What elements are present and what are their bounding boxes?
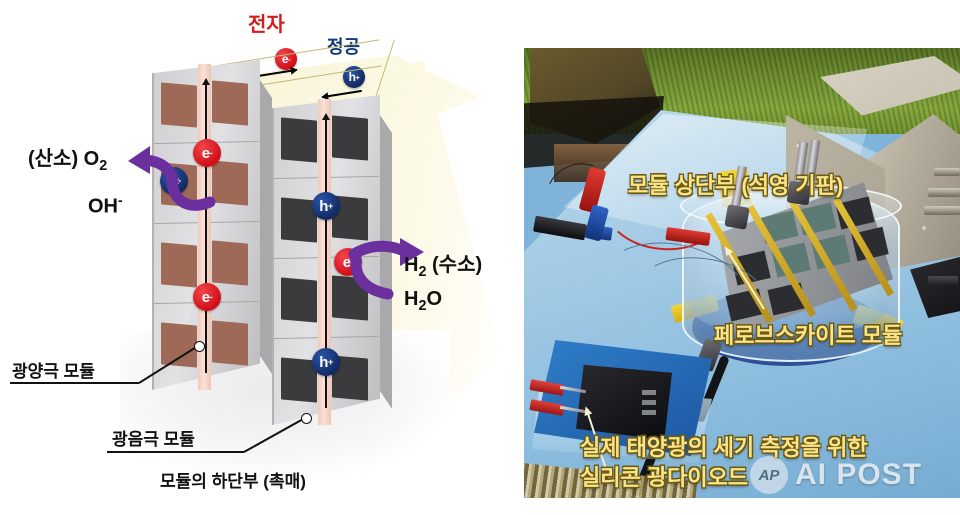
label-oxygen-sub: 2 (99, 158, 108, 174)
callout-dot-photoanode (194, 341, 205, 352)
carrier-hole-symbol: h (348, 70, 356, 84)
label-oxygen: (산소) O2 (28, 142, 107, 174)
carrier-charge: + (327, 201, 333, 211)
photoanode-panel (161, 82, 197, 128)
photoanode-transport-arrow (202, 78, 210, 85)
watermark-text: AI POST (795, 458, 923, 491)
watermark: AP AI POST (750, 452, 950, 498)
label-water-sub: 2 (418, 298, 427, 314)
carrier-charge: - (209, 292, 213, 302)
callout-photocathode: 광음극 모듈 (112, 430, 195, 449)
callout-leader-lines (10, 345, 306, 453)
bnc-connector (934, 168, 960, 176)
photocathode-module-side (376, 109, 392, 409)
photodiode-marking (642, 410, 656, 415)
carrier-electron-top: e- (275, 48, 297, 70)
caption-quartz-substrate: 모듈 상단부 (석영 기판) (628, 173, 844, 198)
label-hydrogen-text: H (404, 254, 419, 276)
photodiode-marking (642, 390, 656, 395)
silicon-photodiode (576, 364, 672, 440)
bnc-connector (928, 188, 960, 197)
callout-dot-photocathode (301, 413, 312, 424)
photocathode-transport-wire (325, 120, 327, 408)
label-electron: 전자 (248, 14, 285, 36)
photocathode-transport-arrow (322, 113, 330, 120)
photocathode-panel (281, 277, 317, 323)
photocathode-module (272, 95, 402, 445)
carrier-symbol: h (319, 353, 328, 371)
electrode-probe-cap (724, 204, 750, 230)
callout-photoanode: 광양극 모듈 (12, 362, 95, 381)
label-hydroxide-text: OH (88, 195, 118, 218)
caption-photodiode-line1: 실제 태양광의 세기 측정을 위한 (580, 435, 868, 460)
photoanode-panel (212, 80, 248, 126)
photocathode-panel (332, 115, 368, 161)
caption-perovskite-module: 페로브스카이트 모듈 (714, 323, 903, 348)
carrier-symbol: e (201, 144, 210, 162)
label-hydroxide: OH- (88, 192, 123, 219)
schematic-diagram: 전자 정공 e- h+ (0, 0, 500, 515)
carrier-electron-symbol: e (281, 52, 289, 66)
label-hole: 정공 (327, 37, 361, 57)
carrier-hole-charge: + (355, 72, 360, 82)
photocathode-panel (281, 117, 317, 163)
carrier-hole-cathode-lower: h+ (312, 348, 340, 376)
label-hydroxide-sup: - (118, 192, 123, 208)
box-screw (922, 226, 927, 231)
carrier-electron-anode-upper: e- (193, 139, 221, 167)
label-oxygen-text: (산소) O (28, 148, 100, 170)
label-water: H2O (404, 288, 442, 314)
hydrogen-reaction-arrows (348, 238, 424, 300)
carrier-symbol: h (319, 197, 328, 215)
experiment-photo: 모듈 상단부 (석영 기판) 페로브스카이트 모듈 실제 태양광의 세기 측정을… (524, 48, 960, 498)
carrier-charge: + (327, 357, 333, 367)
ap-logo-icon: AP (750, 456, 788, 494)
bnc-connector (924, 206, 960, 215)
carrier-symbol: e (201, 288, 210, 306)
caption-photodiode-line2: 실리콘 광다이오드 (580, 465, 749, 490)
carrier-electron-charge: - (288, 54, 291, 64)
label-hydrogen-sub: 2 (418, 264, 427, 280)
label-hydrogen-name: (수소) (426, 254, 483, 276)
label-water-h: H (404, 288, 419, 310)
carrier-electron-anode-lower: e- (193, 283, 221, 311)
photoanode-module (152, 60, 282, 410)
carrier-charge: - (209, 148, 213, 158)
oxygen-reaction-arrows (128, 146, 216, 211)
carrier-hole-cathode-upper: h+ (312, 192, 340, 220)
photoanode-transport-wire (205, 85, 207, 373)
photoanode-panel (161, 242, 197, 288)
photoanode-panel (212, 240, 248, 286)
callout-bottom-catalyst: 모듈의 하단부 (촉매) (160, 472, 306, 491)
carrier-symbol: e (342, 253, 351, 271)
photodiode-marking (642, 400, 656, 405)
black-instrument-label (928, 276, 958, 286)
label-water-o: O (426, 288, 443, 310)
carrier-hole-top: h+ (343, 66, 365, 88)
photoanode-module-side (256, 74, 272, 374)
label-hydrogen: H2 (수소) (404, 248, 482, 280)
